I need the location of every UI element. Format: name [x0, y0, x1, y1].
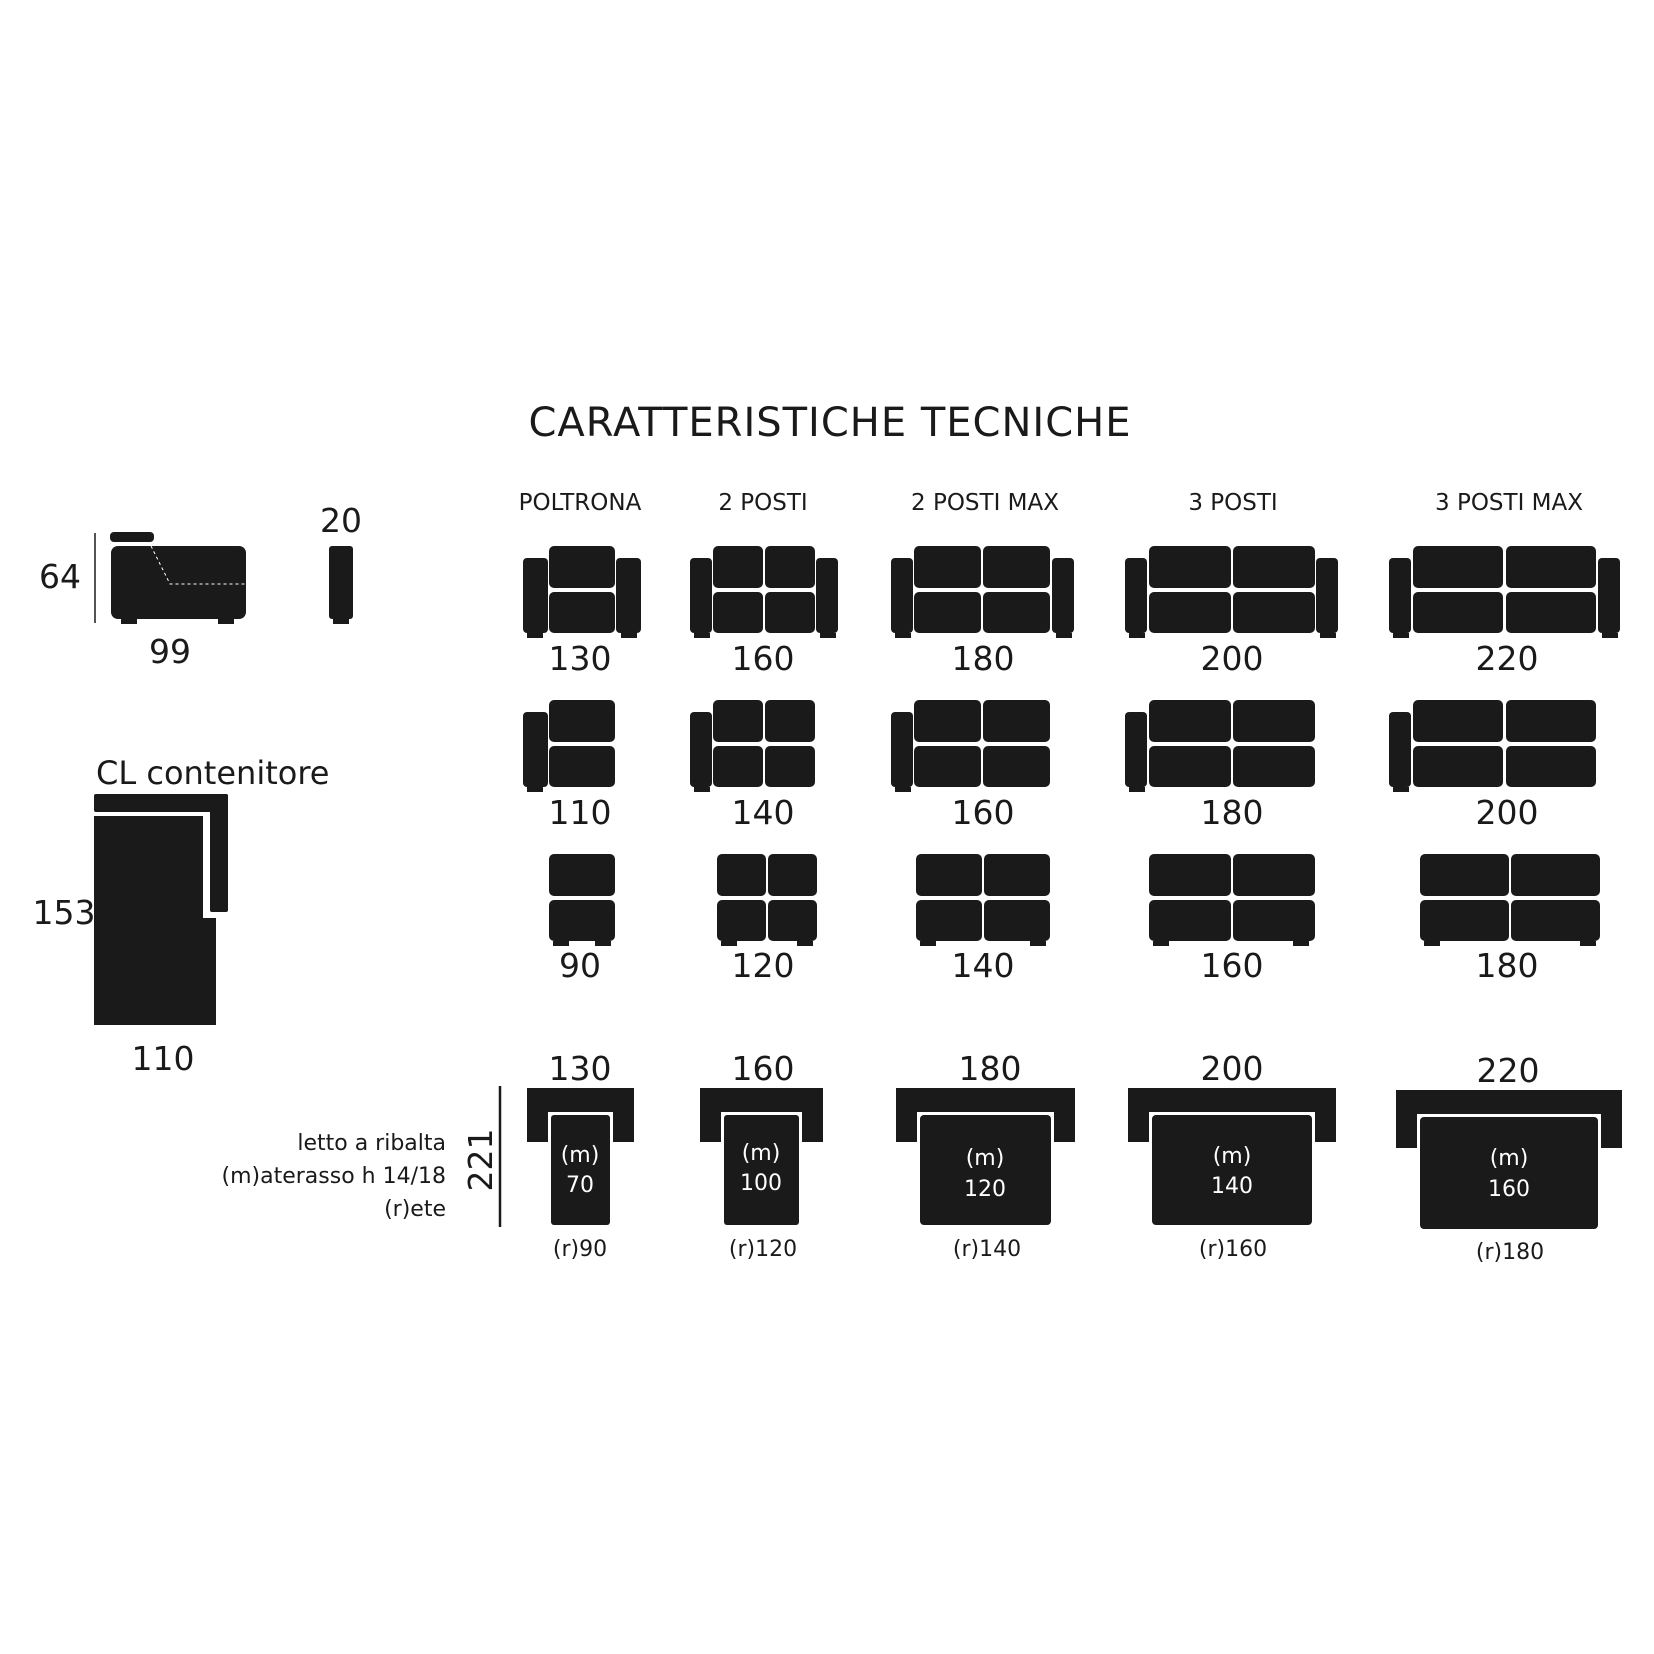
arm-profile — [329, 546, 353, 619]
chaise-longue: CL contenitore 153 110 — [33, 754, 330, 1078]
bed-legend-line: (m)aterasso h 14/18 — [222, 1164, 446, 1189]
sofa-icon — [717, 854, 817, 946]
mattress-tag: (m) — [966, 1146, 1005, 1171]
side-foot-left — [121, 619, 137, 624]
chaise-width-label: 110 — [132, 1039, 195, 1078]
side-height-label: 64 — [39, 557, 81, 596]
bed-icon — [527, 1088, 634, 1225]
col-header: 2 POSTI — [718, 490, 807, 516]
side-headrest — [110, 532, 154, 542]
sofa-icon — [1389, 700, 1596, 792]
arm-foot — [333, 619, 349, 624]
chaise-arm — [210, 794, 228, 912]
mattress-tag: (m) — [561, 1143, 600, 1168]
bed-legend: letto a ribalta (m)aterasso h 14/18 (r)e… — [222, 1131, 446, 1222]
sofa-icon — [523, 546, 641, 638]
width-value: 160 — [952, 793, 1015, 832]
bed-width-value: 130 — [549, 1049, 612, 1088]
mattress-tag: (m) — [742, 1141, 781, 1166]
sofa-icon — [1420, 854, 1600, 946]
sofa-icon — [891, 700, 1050, 792]
mattress-value: 140 — [1211, 1174, 1253, 1199]
sofa-icon — [1125, 700, 1315, 792]
col-header: 3 POSTI — [1188, 490, 1277, 516]
sofa-icon — [690, 546, 838, 638]
mattress-value: 100 — [740, 1171, 782, 1196]
mattress-value: 70 — [566, 1173, 594, 1198]
width-value: 130 — [549, 639, 612, 678]
rete-label: (r)180 — [1476, 1240, 1544, 1265]
bed-legend-line: (r)ete — [384, 1197, 446, 1222]
bed-icon — [896, 1088, 1075, 1225]
col-header: 3 POSTI MAX — [1435, 490, 1583, 516]
bed-width-value: 200 — [1201, 1049, 1264, 1088]
sofa-icon — [549, 854, 615, 946]
chaise-label: CL contenitore — [96, 754, 329, 792]
sofa-icon — [1125, 546, 1338, 638]
bed-icon — [700, 1088, 823, 1225]
bed-width-value: 220 — [1477, 1051, 1540, 1090]
side-view: 64 99 20 — [39, 501, 362, 671]
chaise-back — [94, 794, 228, 812]
mattress-tag: (m) — [1213, 1144, 1252, 1169]
width-value: 140 — [732, 793, 795, 832]
width-value: 200 — [1476, 793, 1539, 832]
side-depth-label: 99 — [149, 632, 191, 671]
width-value: 180 — [952, 639, 1015, 678]
sofa-icon — [1149, 854, 1315, 946]
width-value: 140 — [952, 946, 1015, 985]
width-value: 110 — [549, 793, 612, 832]
width-value: 180 — [1476, 946, 1539, 985]
rete-label: (r)90 — [553, 1237, 607, 1262]
sofa-icon — [690, 700, 815, 792]
sofa-icon — [891, 546, 1074, 638]
mattress-value: 160 — [1488, 1177, 1530, 1202]
mattress-value: 120 — [964, 1177, 1006, 1202]
sofa-row-armless — [549, 854, 1600, 946]
page-title: CARATTERISTICHE TECNICHE — [528, 400, 1131, 446]
side-body — [111, 546, 246, 619]
sofa-row-both-arms — [523, 546, 1620, 638]
side-recline-dashed — [150, 545, 246, 585]
width-value: 90 — [559, 946, 601, 985]
mattress-tag: (m) — [1490, 1146, 1529, 1171]
width-value: 180 — [1201, 793, 1264, 832]
sofa-icon — [523, 700, 615, 792]
bed-width-value: 180 — [959, 1049, 1022, 1088]
width-value: 220 — [1476, 639, 1539, 678]
bed-icon — [1396, 1090, 1622, 1229]
bed-legend-line: letto a ribalta — [297, 1131, 446, 1156]
width-value: 200 — [1201, 639, 1264, 678]
side-foot-right — [218, 619, 234, 624]
width-value: 160 — [1201, 946, 1264, 985]
col-header: POLTRONA — [519, 490, 642, 516]
bed-icon — [1128, 1088, 1336, 1225]
sofa-icon — [916, 854, 1050, 946]
width-value: 120 — [732, 946, 795, 985]
rete-label: (r)120 — [729, 1237, 797, 1262]
rete-label: (r)160 — [1199, 1237, 1267, 1262]
col-header: 2 POSTI MAX — [911, 490, 1059, 516]
chaise-seat — [94, 816, 216, 1025]
bed-length-label: 221 — [461, 1129, 500, 1192]
chaise-depth-label: 153 — [33, 893, 96, 932]
sofa-row-one-arm — [523, 700, 1596, 792]
width-value: 160 — [732, 639, 795, 678]
arm-width-label: 20 — [320, 501, 362, 540]
bed-width-value: 160 — [732, 1049, 795, 1088]
sofa-icon — [1389, 546, 1620, 638]
rete-label: (r)140 — [953, 1237, 1021, 1262]
